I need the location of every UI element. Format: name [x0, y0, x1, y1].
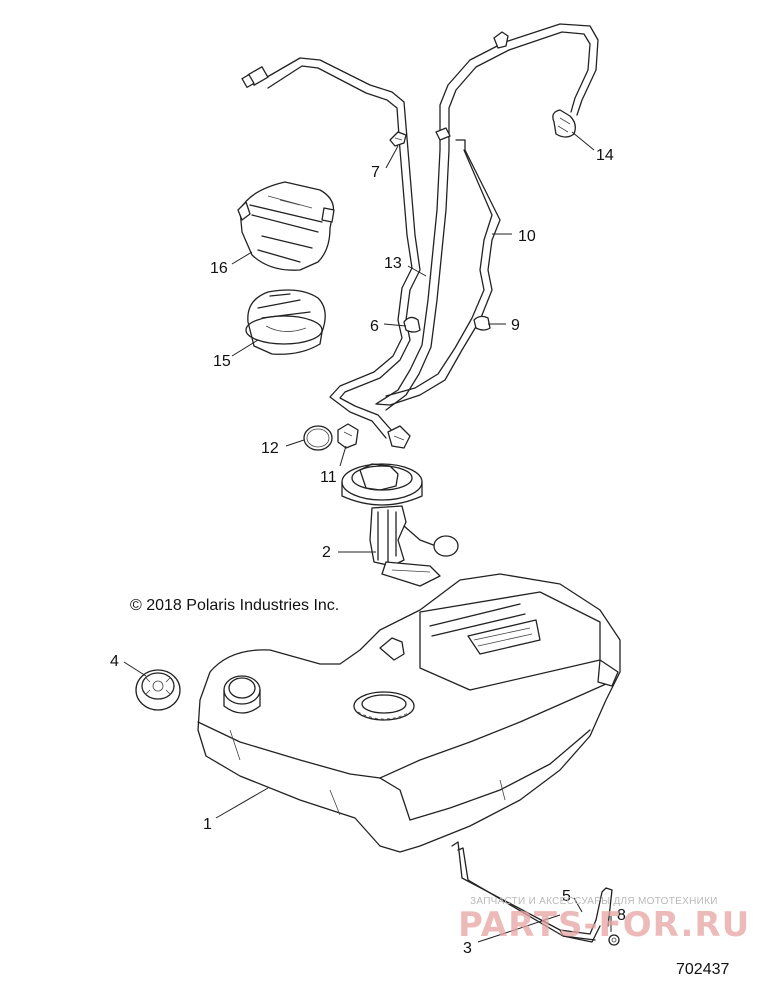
- copyright-text: © 2018 Polaris Industries Inc.: [130, 597, 339, 614]
- watermark: ЗАПЧАСТИ И АКСЕССУАРЫ ДЛЯ МОТОТЕХНИКИ PA…: [458, 896, 750, 945]
- clamp-14: [552, 109, 576, 138]
- callout-7: 7: [371, 164, 380, 181]
- callout-4: 4: [110, 653, 119, 670]
- callout-15: 15: [213, 353, 231, 370]
- bracket-11: [337, 423, 359, 449]
- callout-10: 10: [518, 228, 536, 245]
- clamp-9: [473, 315, 491, 331]
- cap-15: [245, 289, 326, 355]
- bolt-8: [608, 934, 620, 946]
- callout-6: 6: [370, 318, 379, 335]
- strap-3: [451, 841, 613, 943]
- fuel-pump-2: [341, 463, 459, 587]
- callout-9: 9: [511, 317, 520, 334]
- ring-12: [303, 425, 333, 451]
- leader-lines: [123, 131, 612, 943]
- callout-5: 5: [562, 888, 571, 905]
- callout-1: 1: [203, 816, 212, 833]
- callout-2: 2: [322, 544, 331, 561]
- document-number: 702437: [676, 961, 729, 978]
- callout-16: 16: [210, 260, 228, 277]
- clamp-7: [389, 131, 407, 147]
- callout-12: 12: [261, 440, 279, 457]
- callout-14: 14: [596, 147, 614, 164]
- fuel-line-13: [241, 57, 421, 439]
- cap-16: [237, 181, 335, 271]
- watermark-logo: PARTS-FOR.RU: [458, 905, 750, 945]
- line-connector: [387, 425, 411, 449]
- fuel-line-10: [375, 23, 599, 411]
- filler-cap-4: [135, 669, 181, 711]
- callout-8: 8: [617, 907, 626, 924]
- watermark-tagline: ЗАПЧАСТИ И АКСЕССУАРЫ ДЛЯ МОТОТЕХНИКИ: [470, 896, 718, 907]
- callout-3: 3: [463, 940, 472, 957]
- callout-11: 11: [320, 469, 337, 486]
- callout-13: 13: [384, 255, 402, 272]
- fuel-tank-1: [197, 573, 621, 853]
- clamp-6: [403, 316, 421, 333]
